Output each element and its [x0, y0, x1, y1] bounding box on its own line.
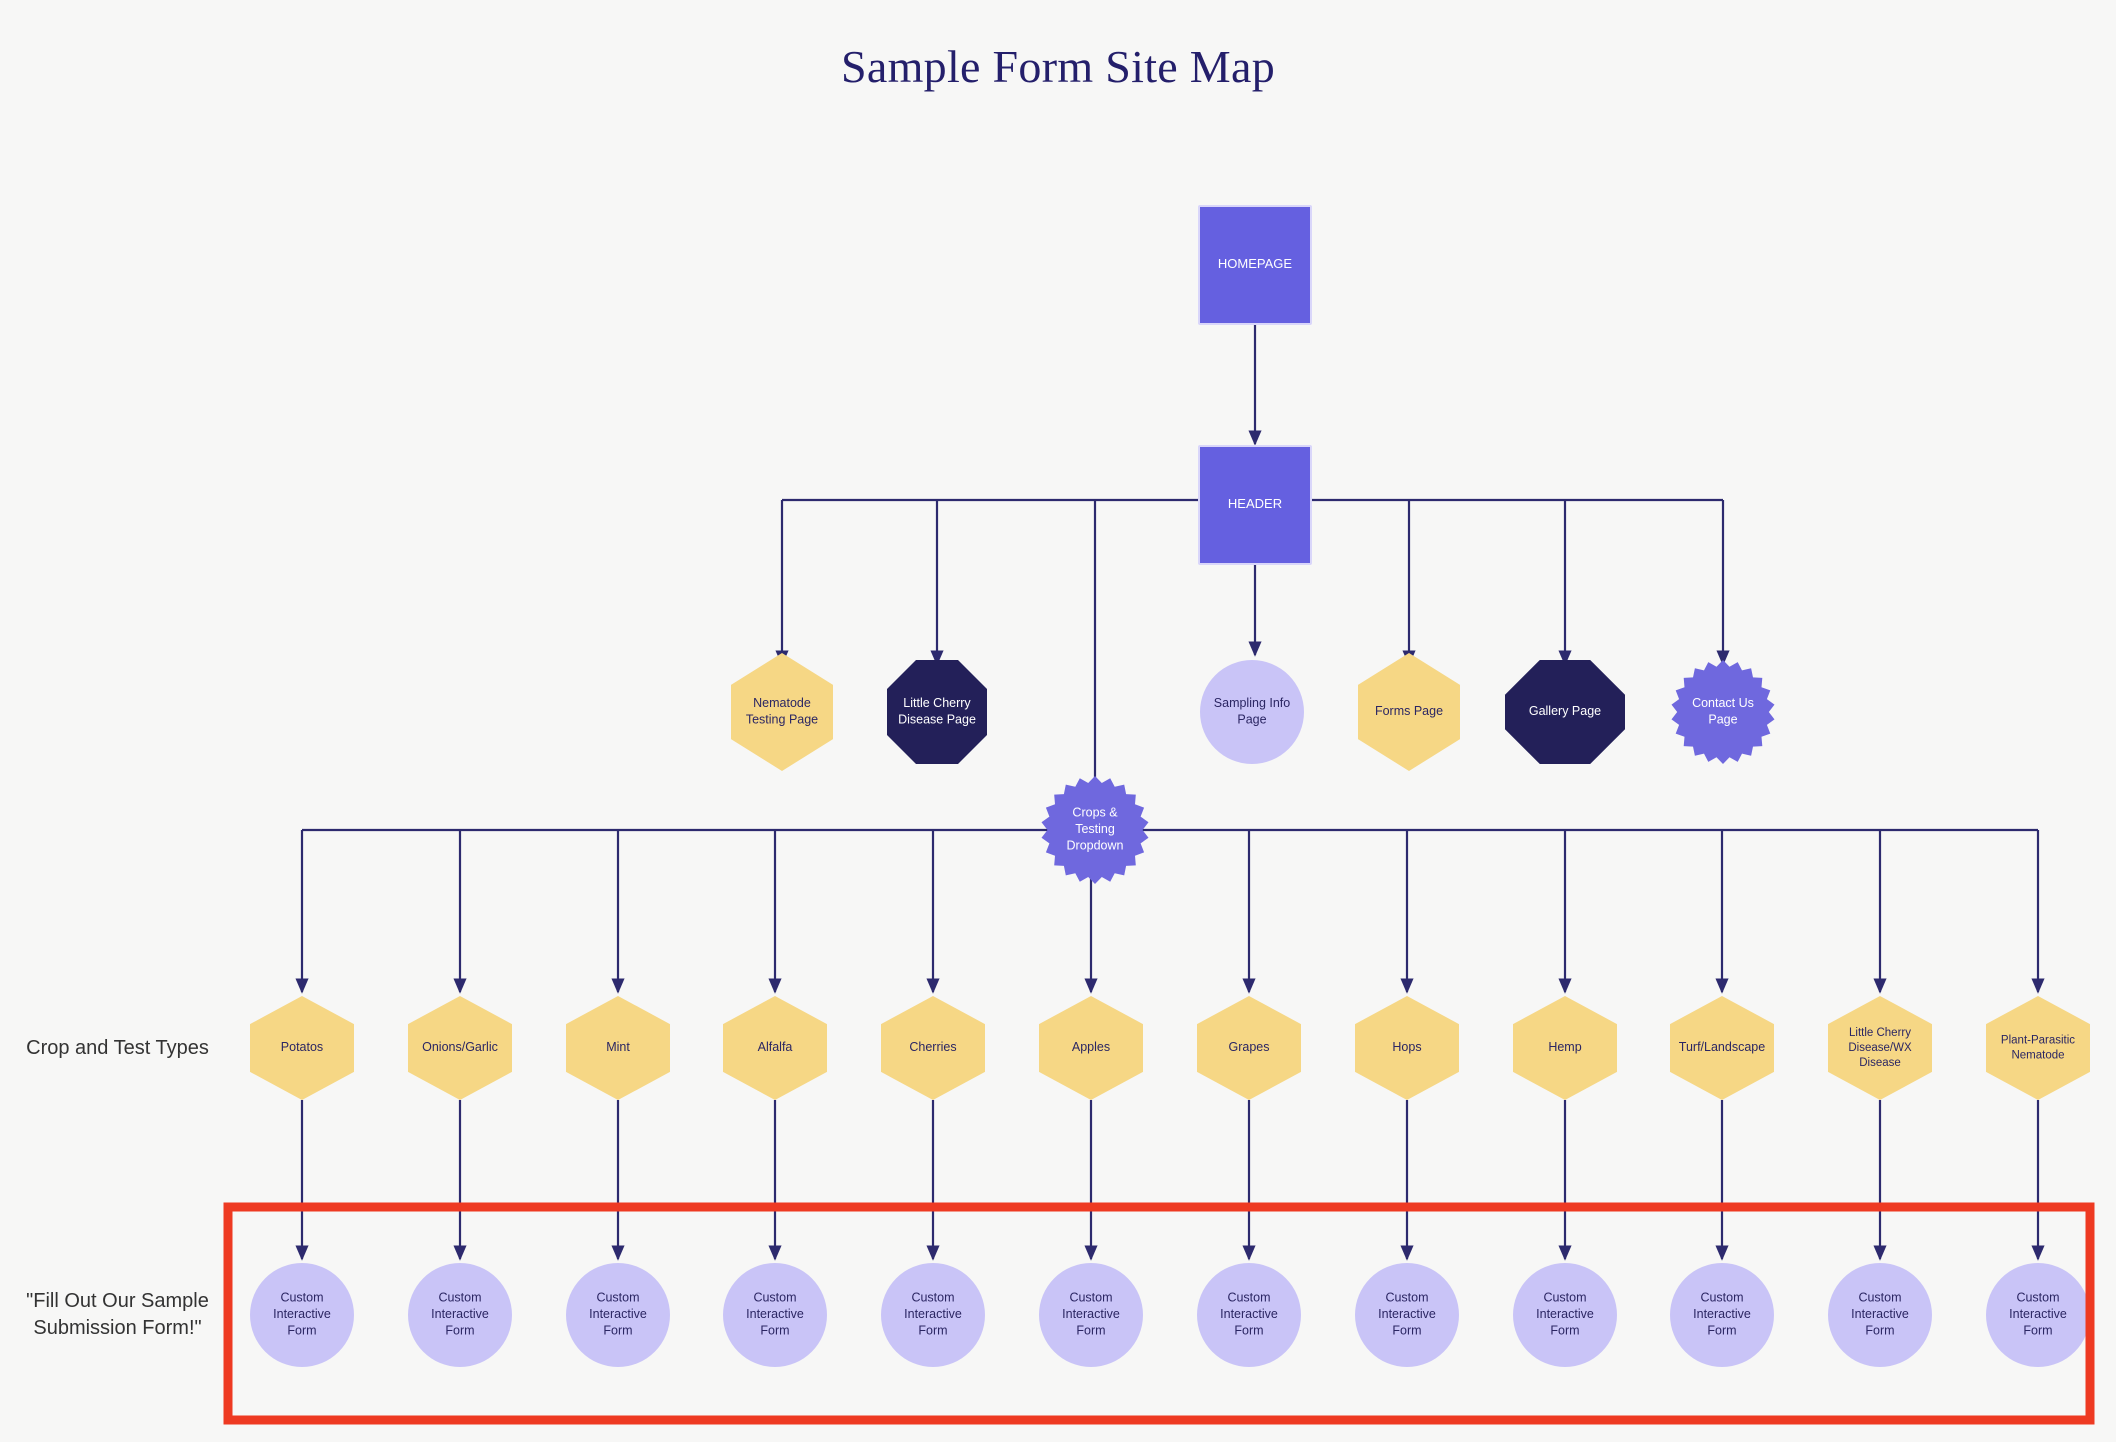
- node-label: Mint: [606, 1040, 630, 1054]
- node-label: Hops: [1392, 1040, 1421, 1054]
- node-custom-interactive-form[interactable]: [1197, 1263, 1301, 1367]
- node-crop-mint[interactable]: [566, 996, 670, 1100]
- node-gallery-page[interactable]: [1505, 660, 1625, 764]
- node-forms-page[interactable]: [1358, 653, 1460, 771]
- node-label: Onions/Garlic: [422, 1040, 498, 1054]
- node-label: Alfalfa: [758, 1040, 793, 1054]
- node-crop-hemp[interactable]: [1513, 996, 1617, 1100]
- connector-lines: [295, 324, 2045, 1261]
- node-label: Grapes: [1229, 1040, 1270, 1054]
- node-sampling-info-page[interactable]: [1200, 660, 1304, 764]
- node-crop-plant-parasitic-nematode[interactable]: [1986, 996, 2090, 1100]
- node-custom-interactive-form[interactable]: [1355, 1263, 1459, 1367]
- node-label: HEADER: [1228, 496, 1282, 511]
- row-label-crop-and-test-types: Crop and Test Types: [26, 1037, 209, 1059]
- node-custom-interactive-form[interactable]: [723, 1263, 827, 1367]
- node-crop-hops[interactable]: [1355, 996, 1459, 1100]
- node-label: Cherries: [909, 1040, 956, 1054]
- highlight-rectangle: [223, 1202, 2095, 1425]
- node-label: Potatos: [281, 1040, 323, 1054]
- node-custom-interactive-form[interactable]: [566, 1263, 670, 1367]
- node-custom-interactive-form[interactable]: [1986, 1263, 2090, 1367]
- node-crop-grapes[interactable]: [1197, 996, 1301, 1100]
- node-label: HOMEPAGE: [1218, 256, 1292, 271]
- node-contact-us-page[interactable]: [1671, 660, 1775, 764]
- node-label: Turf/Landscape: [1679, 1040, 1765, 1054]
- node-custom-interactive-form[interactable]: [1828, 1263, 1932, 1367]
- node-label: Apples: [1072, 1040, 1110, 1054]
- node-custom-interactive-form[interactable]: [1670, 1263, 1774, 1367]
- node-crop-apples[interactable]: [1039, 996, 1143, 1100]
- node-label: Forms Page: [1375, 704, 1443, 718]
- node-header[interactable]: [1198, 445, 1312, 565]
- node-homepage[interactable]: [1198, 205, 1312, 325]
- node-crop-little-cherry-disease-wx-disease[interactable]: [1828, 996, 1932, 1100]
- node-custom-interactive-form[interactable]: [881, 1263, 985, 1367]
- node-nematode-testing-page[interactable]: [731, 653, 833, 771]
- node-little-cherry-disease-page[interactable]: [887, 660, 987, 764]
- node-custom-interactive-form[interactable]: [1513, 1263, 1617, 1367]
- node-crops-testing-dropdown[interactable]: [1041, 776, 1149, 884]
- node-crop-potatos[interactable]: [250, 996, 354, 1100]
- node-label: Hemp: [1548, 1040, 1581, 1054]
- node-crop-alfalfa[interactable]: [723, 996, 827, 1100]
- node-crop-onions-garlic[interactable]: [408, 996, 512, 1100]
- node-custom-interactive-form[interactable]: [250, 1263, 354, 1367]
- node-label: Gallery Page: [1529, 704, 1601, 718]
- node-custom-interactive-form[interactable]: [1039, 1263, 1143, 1367]
- node-crop-cherries[interactable]: [881, 996, 985, 1100]
- node-custom-interactive-form[interactable]: [408, 1263, 512, 1367]
- page-title: Sample Form Site Map: [840, 41, 1276, 92]
- node-crop-turf-landscape[interactable]: [1670, 996, 1774, 1100]
